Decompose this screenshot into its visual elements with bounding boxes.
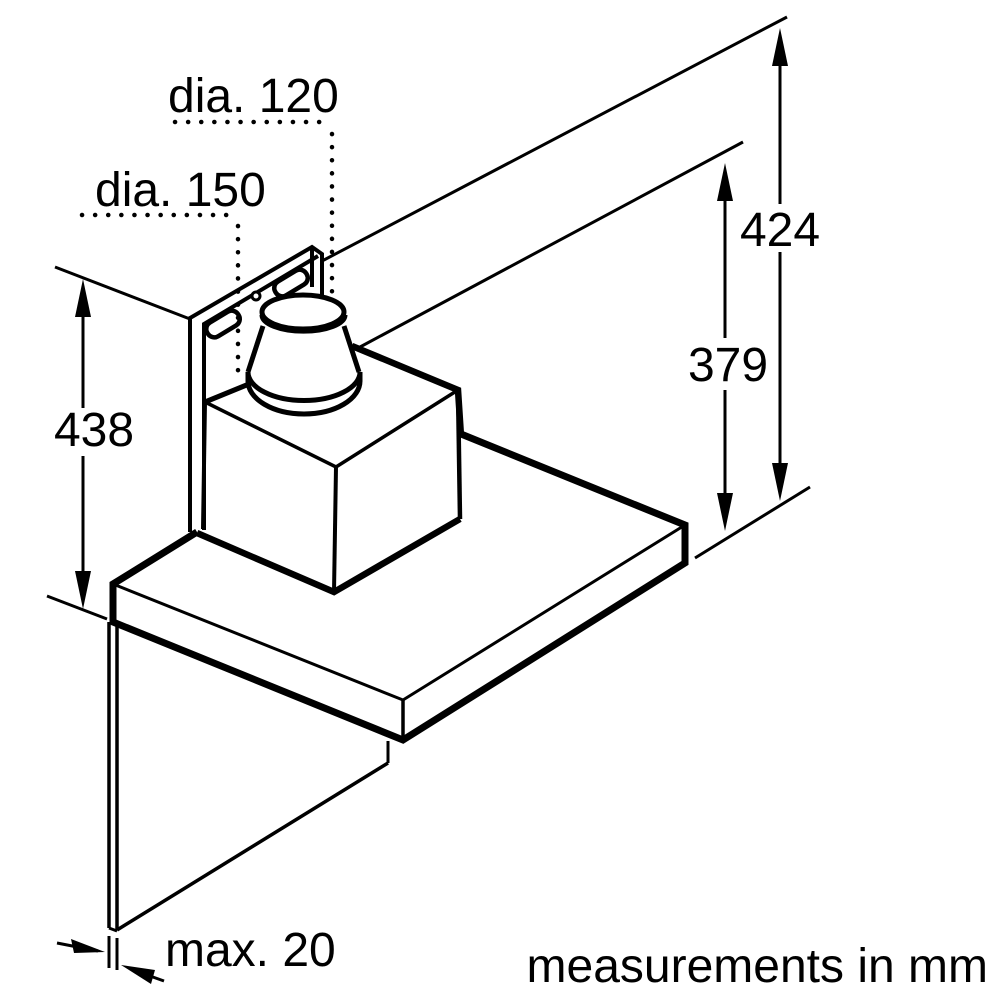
diameter-leaders bbox=[79, 119, 335, 383]
box-left-vertical-edge bbox=[201, 401, 207, 530]
canopy-outline-thick bbox=[109, 430, 689, 744]
dimension-379 bbox=[694, 163, 811, 560]
cone-base-upper-rim bbox=[245, 371, 363, 403]
wall-lower-section bbox=[107, 622, 390, 933]
box-top-back-left-edge bbox=[204, 381, 250, 405]
dim-438-arrow-down-icon bbox=[75, 571, 91, 609]
dim-424-arrow-up-icon bbox=[772, 28, 788, 66]
label-dia-120: dia. 120 bbox=[168, 70, 339, 123]
cone-base-lower-rim bbox=[245, 380, 363, 417]
label-max-20: max. 20 bbox=[165, 924, 336, 977]
dim-438-extension-line bbox=[46, 594, 108, 621]
dim-max20-arrow-right-icon bbox=[71, 939, 105, 953]
screw-hole-icon bbox=[250, 290, 262, 302]
dim-379-arrow-down-icon bbox=[717, 493, 733, 531]
label-379: 379 bbox=[688, 339, 768, 392]
dimension-labels: dia. 120 dia. 150 424 379 438 max. 20 me… bbox=[54, 70, 988, 993]
dim-424-arrow-down-icon bbox=[772, 463, 788, 501]
box-top-front-edges bbox=[204, 388, 459, 470]
mounting-slot-icon bbox=[271, 267, 311, 299]
box-front-vertical-edge bbox=[332, 466, 338, 593]
dim-max20-arrow-left-icon bbox=[121, 965, 155, 984]
box-right-vertical-edge bbox=[455, 389, 463, 520]
left-wall-top-edge bbox=[54, 265, 191, 321]
dim-right-extension-line bbox=[694, 485, 811, 560]
wall-edges bbox=[54, 15, 788, 349]
dimension-438 bbox=[46, 279, 108, 621]
hood-canopy bbox=[109, 430, 689, 744]
cone-top-opening bbox=[259, 292, 347, 332]
mounting-slot-icon bbox=[203, 308, 243, 340]
wall-bottom-edge bbox=[116, 761, 389, 932]
box-bottom-edges bbox=[195, 516, 462, 596]
label-424: 424 bbox=[740, 204, 820, 257]
wall-strip-bottom-cap bbox=[108, 926, 118, 933]
dim-379-arrow-up-icon bbox=[717, 163, 733, 201]
dim-438-arrow-up-icon bbox=[75, 279, 91, 317]
duct-housing-box bbox=[195, 342, 465, 596]
label-dia-150: dia. 150 bbox=[95, 164, 266, 217]
cone-base-sides bbox=[245, 372, 363, 381]
right-wall-top-edge bbox=[321, 15, 788, 263]
footer-note: measurements in mm bbox=[527, 940, 988, 993]
label-438: 438 bbox=[54, 404, 134, 457]
dimension-424 bbox=[772, 28, 788, 501]
duct-adapter-cone bbox=[245, 292, 363, 417]
dim-max20-extension-lines bbox=[107, 936, 119, 970]
dimension-max20 bbox=[56, 936, 165, 984]
right-wall-second-edge bbox=[359, 140, 744, 349]
